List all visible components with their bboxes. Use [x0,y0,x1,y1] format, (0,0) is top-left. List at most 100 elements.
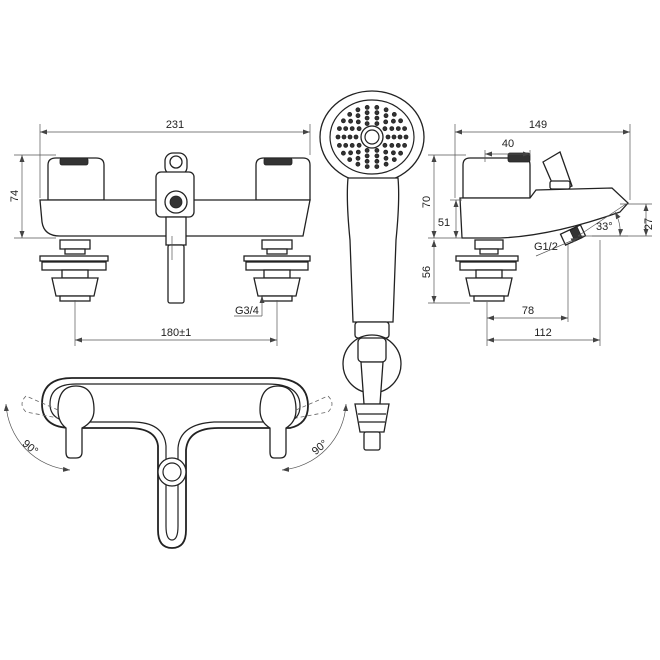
nozzle-dot [348,118,354,124]
right-handle [255,157,311,201]
nozzle-dot [398,118,404,124]
plan-right-lever [259,385,297,459]
nozzle-dot [347,134,353,140]
label-outlet-thread: G1/2 [534,241,558,253]
nozzle-dot [364,153,370,159]
left-handle [47,157,105,201]
nozzle-dot [390,118,396,124]
nozzle-dot [336,126,342,132]
nozzle-dot [395,126,401,132]
dim-spout-reach-outer: 112 [534,327,552,339]
nozzle-dot [347,112,353,117]
plan-left-lever [57,385,95,459]
nozzle-dot [347,157,353,163]
nozzle-dot [374,105,380,110]
side-body-spout [459,187,629,239]
nozzle-dot [348,150,354,156]
hose-pipe [167,244,185,304]
nozzle-dot [374,147,380,153]
shower-handle [346,177,400,323]
left-handle-indicator [59,157,89,166]
nozzle-dot [398,150,404,156]
nozzle-dot [385,134,391,140]
nozzle-dot [343,126,349,132]
nozzle-dot [374,110,380,116]
side-shank [455,239,519,302]
nozzle-dot [356,142,362,148]
plan-view: 90° 90° [3,377,349,549]
dim-spout-reach-inner: 78 [522,305,534,317]
nozzle-dot [389,142,395,148]
nozzle-dot [383,113,389,119]
nozzle-dot [391,157,397,163]
nozzle-dot [389,126,395,132]
nozzle-dot [374,115,380,121]
nozzle-dot [382,142,388,148]
nozzle-dot [355,119,361,125]
nozzle-dot [383,107,389,113]
nozzle-dot [355,149,361,155]
nozzle-dot [353,134,359,140]
left-shank [39,239,109,302]
nozzle-dot [364,110,370,116]
dim-side-height: 70 [421,196,433,208]
dim-front-width: 231 [166,119,184,131]
dim-side-depth: 149 [529,119,547,131]
right-handle-indicator [263,157,293,166]
nozzle-dot [391,134,397,140]
front-view: 231 74 180±1 G3/4 [9,119,311,346]
nozzle-dot [374,121,380,126]
shower-nozzles [335,105,409,170]
side-view: 149 40 70 51 56 27 33° G1/2 [421,119,655,346]
nozzle-dot [349,142,355,148]
dim-outlet-height: 27 [643,218,655,230]
nozzle-dot [402,142,408,148]
dim-rotation-left: 90° [20,438,40,458]
nozzle-dot [335,134,341,140]
dim-handle-depth: 40 [502,138,514,150]
nozzle-dot [383,149,389,155]
nozzle-dot [383,161,389,167]
right-shank [243,239,311,302]
nozzle-dot [374,164,380,170]
dim-front-height: 74 [9,190,21,202]
nozzle-dot [374,158,380,164]
nozzle-dot [355,107,361,113]
nozzle-dot [355,161,361,167]
side-handle [462,157,531,199]
nozzle-dot [383,119,389,125]
nozzle-dot [349,126,355,132]
nozzle-dot [382,126,388,132]
nozzle-dot [341,134,347,140]
nozzle-dot [383,155,389,161]
nozzle-dot [340,150,346,156]
nozzle-dot [403,134,409,140]
nozzle-dot [336,142,342,148]
nozzle-dot [395,142,401,148]
plan-diverter [157,457,187,487]
nozzle-dot [374,153,380,159]
nozzle-dot [364,121,370,126]
nozzle-dot [343,142,349,148]
nozzle-dot [397,134,403,140]
dim-outlet-angle: 33° [596,221,613,233]
dim-body-height: 51 [438,217,450,229]
nozzle-dot [364,115,370,121]
label-inlet-thread: G3/4 [235,305,259,317]
dim-centers: 180±1 [161,327,192,339]
nozzle-dot [364,147,370,153]
nozzle-dot [390,150,396,156]
nozzle-dot [391,112,397,117]
nozzle-dot [364,158,370,164]
dim-rotation-right: 90° [310,438,330,458]
handshower-view [319,90,425,451]
nozzle-dot [355,155,361,161]
dim-shank-length: 56 [421,266,433,278]
nozzle-dot [364,164,370,170]
nozzle-dot [340,118,346,124]
nozzle-dot [356,126,362,132]
nozzle-dot [355,113,361,119]
nozzle-dot [364,105,370,110]
nozzle-dot [402,126,408,132]
